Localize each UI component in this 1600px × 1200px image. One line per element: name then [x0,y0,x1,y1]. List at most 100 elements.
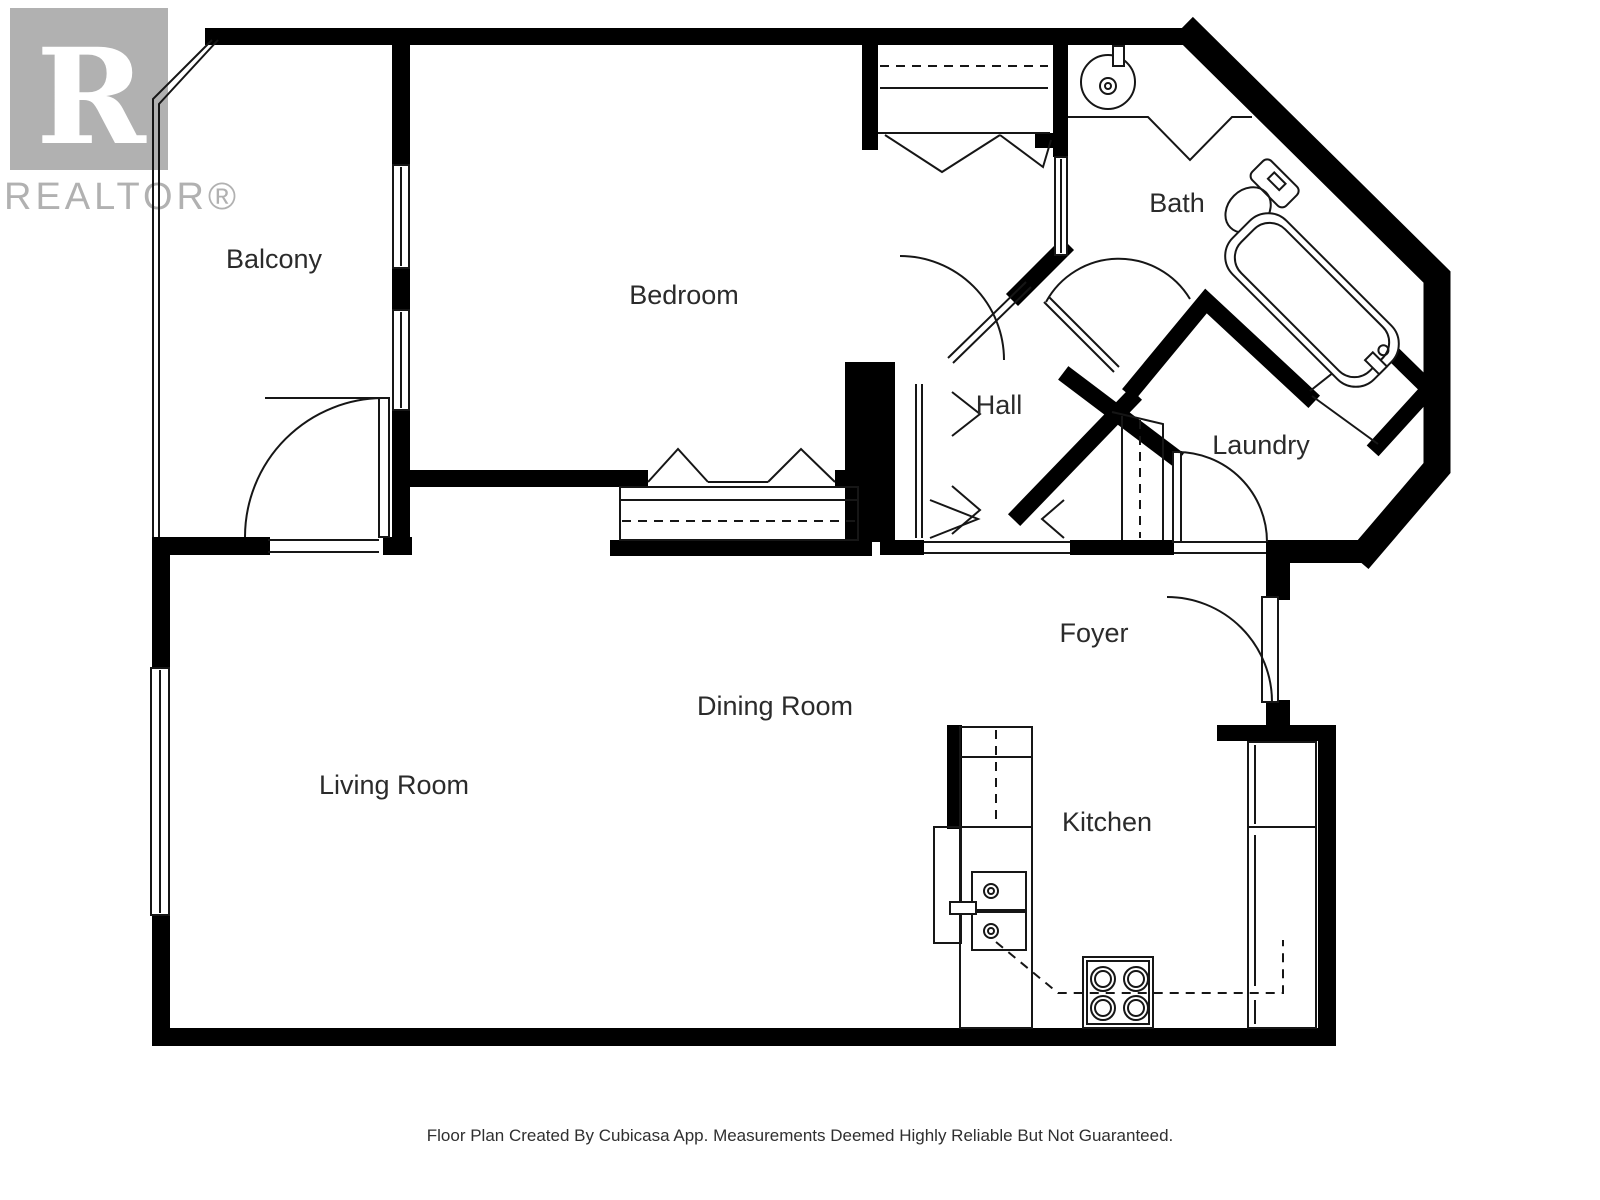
wall-segment [1070,540,1174,555]
bath-fixtures [1068,45,1400,388]
wall-segment [152,1028,1336,1046]
stove-inner [1086,960,1150,1025]
wall-segment [1053,45,1068,157]
sink-drain [987,887,995,895]
wall-segment [1217,725,1336,741]
closet-box [1111,411,1164,540]
wall-diagonal [1122,288,1321,409]
stove-icon [1082,956,1154,1029]
wall-segment [1035,133,1053,148]
wall-diagonal [1007,387,1143,527]
wall-segment [152,537,270,555]
passage-opening-line [915,384,923,538]
bathtub-faucet-icon [1377,344,1390,357]
stove-burner [1123,995,1149,1021]
stove-burner [1090,995,1116,1021]
wall-segment [383,537,412,555]
wall-segment [862,45,878,150]
passage-chevron-icon [951,391,982,437]
bathtub-faucet-icon [1363,350,1389,376]
vanity-counter-edge [1068,116,1252,162]
kitchen-fixtures [933,726,1317,1029]
bath-door-arc [1045,257,1191,303]
sink-drain [983,923,999,939]
kitchen-counter-left [959,726,1033,1029]
laundry-door-leaf [1172,451,1182,543]
realtor-logo: R REALTOR® [4,8,240,218]
bedroom-door-leaf [947,281,1032,364]
fridge-icon [1247,741,1317,828]
room-label-kitchen: Kitchen [1062,807,1152,837]
realtor-logo-wordmark: REALTOR® [4,176,240,218]
stove-burner [1127,999,1145,1017]
toilet-button [1266,171,1287,192]
wall-segment [205,28,1190,45]
sink-drain [983,883,999,899]
laundry-door-arc [1176,451,1268,543]
bath-sink-tap-icon [1112,45,1125,67]
kitchen-counter-right [1247,826,1317,1029]
realtor-logo-block [10,8,168,170]
room-label-dining-room: Dining Room [697,691,853,721]
stove-burner [1127,970,1145,988]
sink-drain [987,927,995,935]
entry-door-leaf [1261,596,1279,703]
room-label-balcony: Balcony [226,244,323,274]
bath-door-leaf [1043,296,1120,373]
kitchen-sink-basin [971,911,1027,951]
wall-segment [1266,700,1290,727]
bath-sink-icon [1080,54,1136,110]
room-label-bath: Bath [1149,188,1205,218]
bath-sink-drain [1104,82,1112,90]
wall-segment [845,362,895,542]
bifold-door-icon [767,447,836,483]
kitchen-sink-basin [971,871,1027,911]
room-label-laundry: Laundry [1212,430,1310,460]
room-label-living-room: Living Room [319,770,469,800]
wall-segment [152,555,170,670]
wall-diagonal-exterior [1173,16,1451,570]
stove-burner [1094,970,1112,988]
balcony-door-leaf [378,397,390,538]
passage-chevron-icon [929,499,981,539]
walls [152,16,1451,1046]
windows [150,39,1068,916]
passage-chevron-icon [1040,499,1065,539]
balcony-railing [158,39,219,537]
wall-segment [392,45,410,165]
balcony-railing [152,39,213,537]
wall-segment [392,470,648,487]
laundry-door-threshold [1174,541,1266,554]
bath-sink-drain [1099,77,1117,95]
bifold-door-icon [647,447,709,483]
passage-opening-line [924,541,1070,554]
wall-segment [392,268,410,310]
bedroom-door-arc [899,255,1005,361]
wall-segment [947,725,962,829]
wall-segment [1266,540,1290,600]
stove-burner [1123,966,1149,992]
room-label-hall: Hall [976,390,1023,420]
entry-door-arc [1166,596,1273,703]
bathtub-icon [1224,212,1400,388]
stove-burner [1094,999,1112,1017]
balcony-door-threshold [268,539,379,553]
bifold-door-icon [884,134,1001,174]
balcony-door-arc [244,397,385,538]
sink-faucet-icon [949,901,977,915]
bifold-door-icon [999,134,1052,169]
closet-box [619,486,859,541]
realtor-logo-monogram: R [36,20,147,175]
room-label-bedroom: Bedroom [629,280,739,310]
counter-overhang-dashed [995,940,1284,994]
counter-division-line [960,756,1032,828]
wall-segment [1318,740,1336,1030]
doors [244,255,1279,703]
wall-segment [1266,540,1368,563]
wall-segment [152,913,170,1030]
dishwasher-icon [933,826,962,944]
stove-burner [1090,966,1116,992]
closet-edge [1311,395,1379,445]
wall-diagonal [1005,237,1075,307]
